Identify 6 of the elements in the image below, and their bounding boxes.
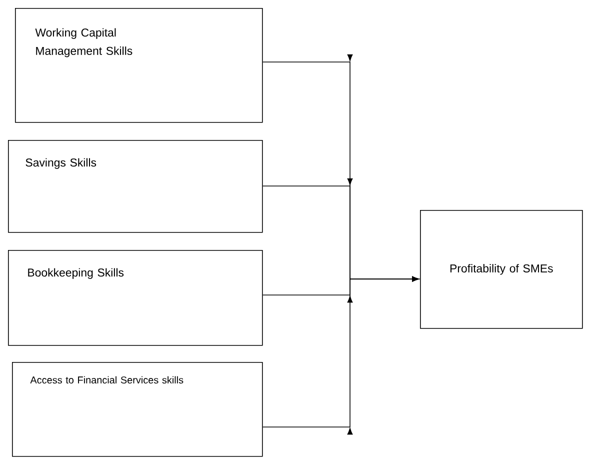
process-box: Working Capital Management Skills xyxy=(15,8,263,123)
process-box: Savings Skills xyxy=(8,140,263,233)
process-box: Bookkeeping Skills xyxy=(8,250,263,346)
process-box: Profitability of SMEs xyxy=(420,210,583,329)
process-box: Access to Financial Services skills xyxy=(12,362,263,457)
arrow xyxy=(262,276,419,435)
